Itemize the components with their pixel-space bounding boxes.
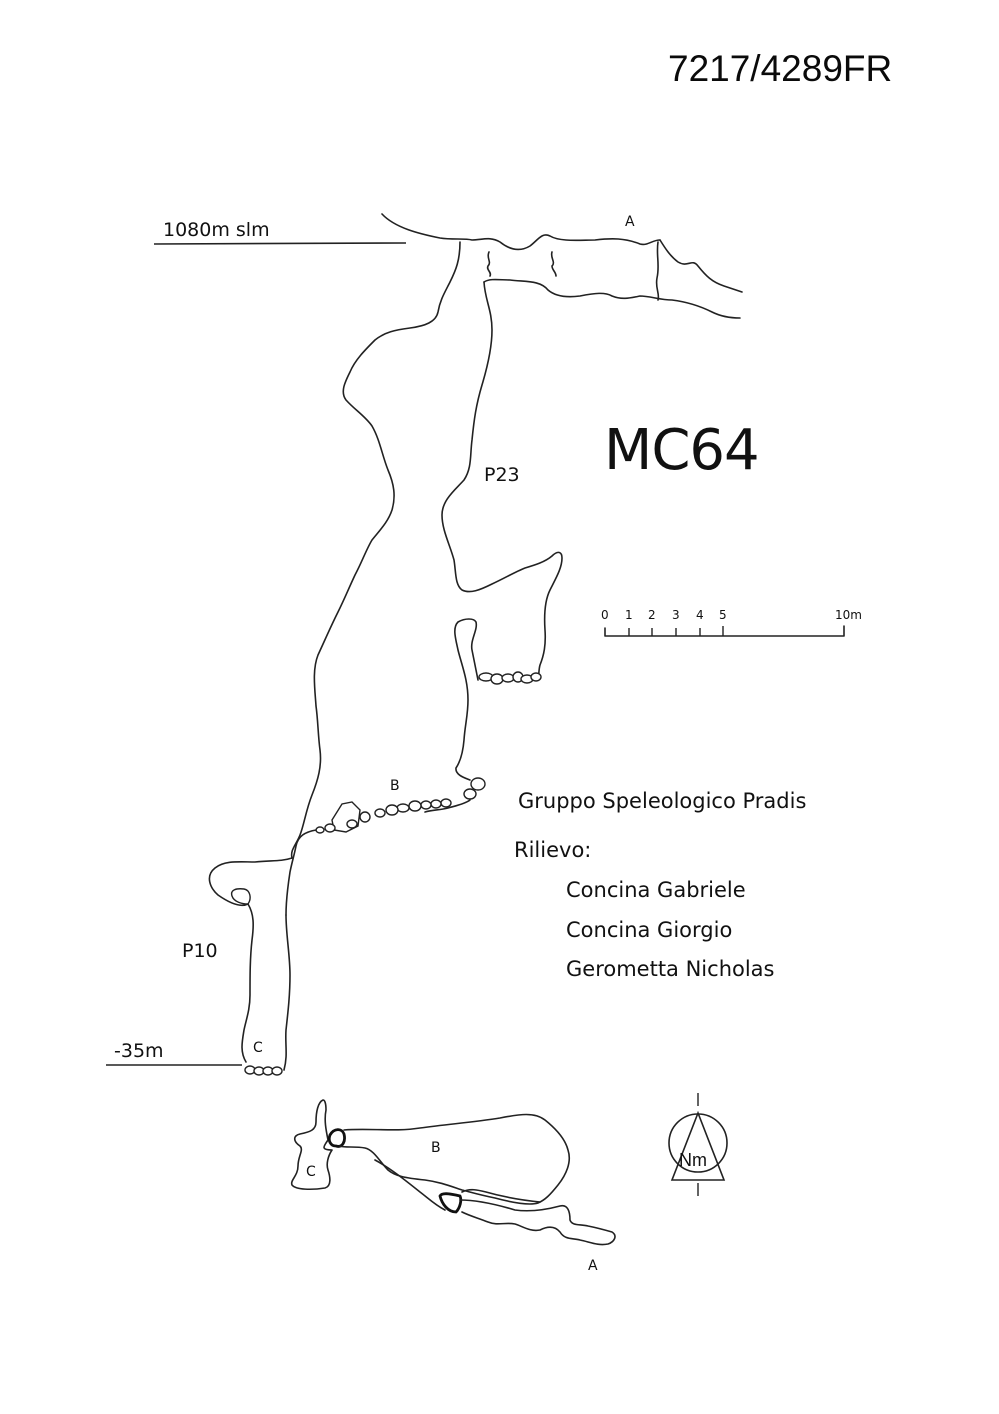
section-point-a: A [625,214,635,230]
boulder-choke-upper [478,671,542,685]
north-arrow-label: Nm [679,1150,707,1170]
section-lower-shaft [208,857,293,1076]
section-entrance-passage [381,213,743,319]
top-elevation-line [153,242,407,245]
scale-tick-2: 2 [648,608,656,622]
cave-title: MC64 [604,418,760,483]
plan-point-b: B [431,1140,441,1156]
scale-bar-graphic [604,625,845,637]
plan-point-a: A [588,1258,598,1274]
surveyor-2: Concina Giorgio [566,918,733,942]
bottom-depth-label: -35m [114,1040,164,1062]
scale-tick-0: 0 [601,608,609,622]
plan-point-c: C [306,1164,316,1180]
section-point-b: B [390,778,400,794]
scale-tick-3: 3 [672,608,680,622]
surveyor-1: Concina Gabriele [566,878,746,902]
catasto-code: 7217/4289FR [668,48,893,89]
scale-end-label: 10m [835,608,862,622]
scale-tick-4: 4 [696,608,704,622]
scale-tick-1: 1 [625,608,633,622]
north-arrow-icon [668,1093,728,1196]
section-main-shaft [290,241,563,859]
scale-tick-5: 5 [719,608,727,622]
shaft-label-p10: P10 [182,940,218,962]
section-point-c: C [253,1040,263,1056]
shaft-label-p23: P23 [484,464,520,486]
top-elevation-label: 1080m slm [163,219,270,241]
survey-heading: Rilievo: [514,838,592,862]
plan-view-outline [290,1099,616,1246]
boulder-choke-b [285,777,486,916]
surveyor-3: Gerometta Nicholas [566,957,775,981]
survey-group: Gruppo Speleologico Pradis [518,789,807,813]
